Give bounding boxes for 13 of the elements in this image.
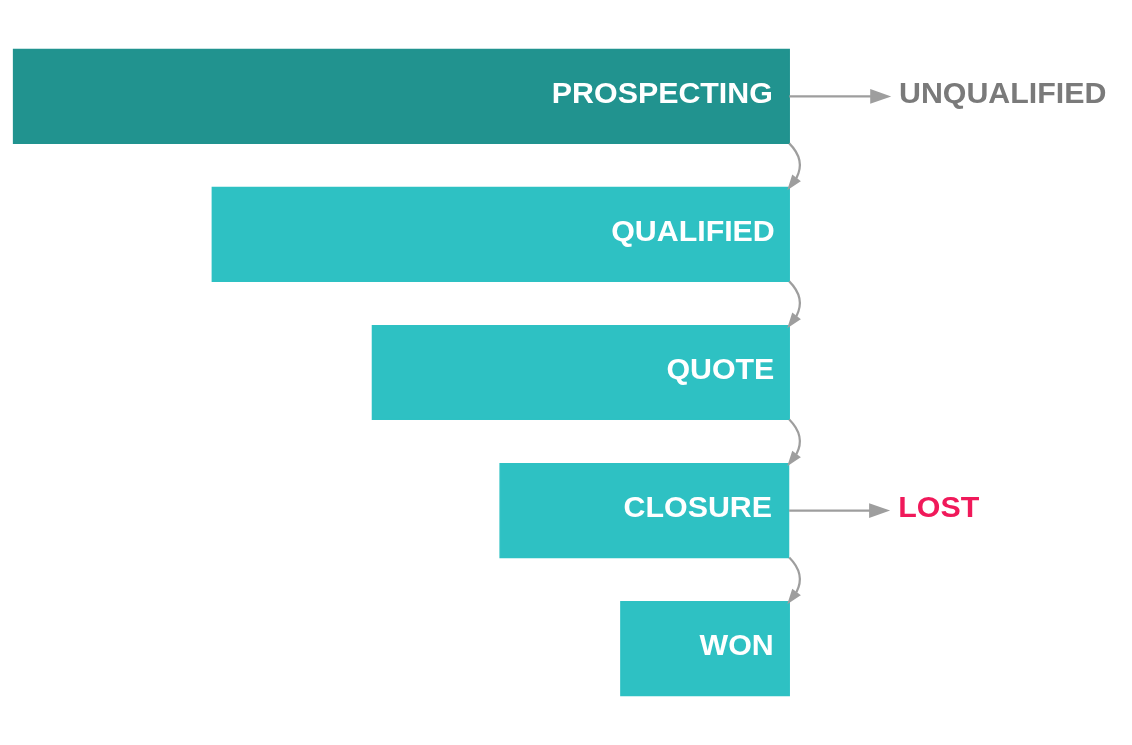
arrow [787,556,801,605]
node-box: WON [620,600,790,697]
arrow [789,89,892,104]
arrow [787,142,801,191]
node-box: QUALIFIED [211,186,790,283]
arrow [787,280,801,329]
arrow [787,418,801,467]
node-box: CLOSURE [499,462,790,559]
node-text: UNQUALIFIED [898,75,1107,109]
arrow [789,503,891,518]
node-box: QUOTE [371,324,790,421]
node-box: PROSPECTING [12,48,790,145]
node-text: LOST [898,489,980,523]
